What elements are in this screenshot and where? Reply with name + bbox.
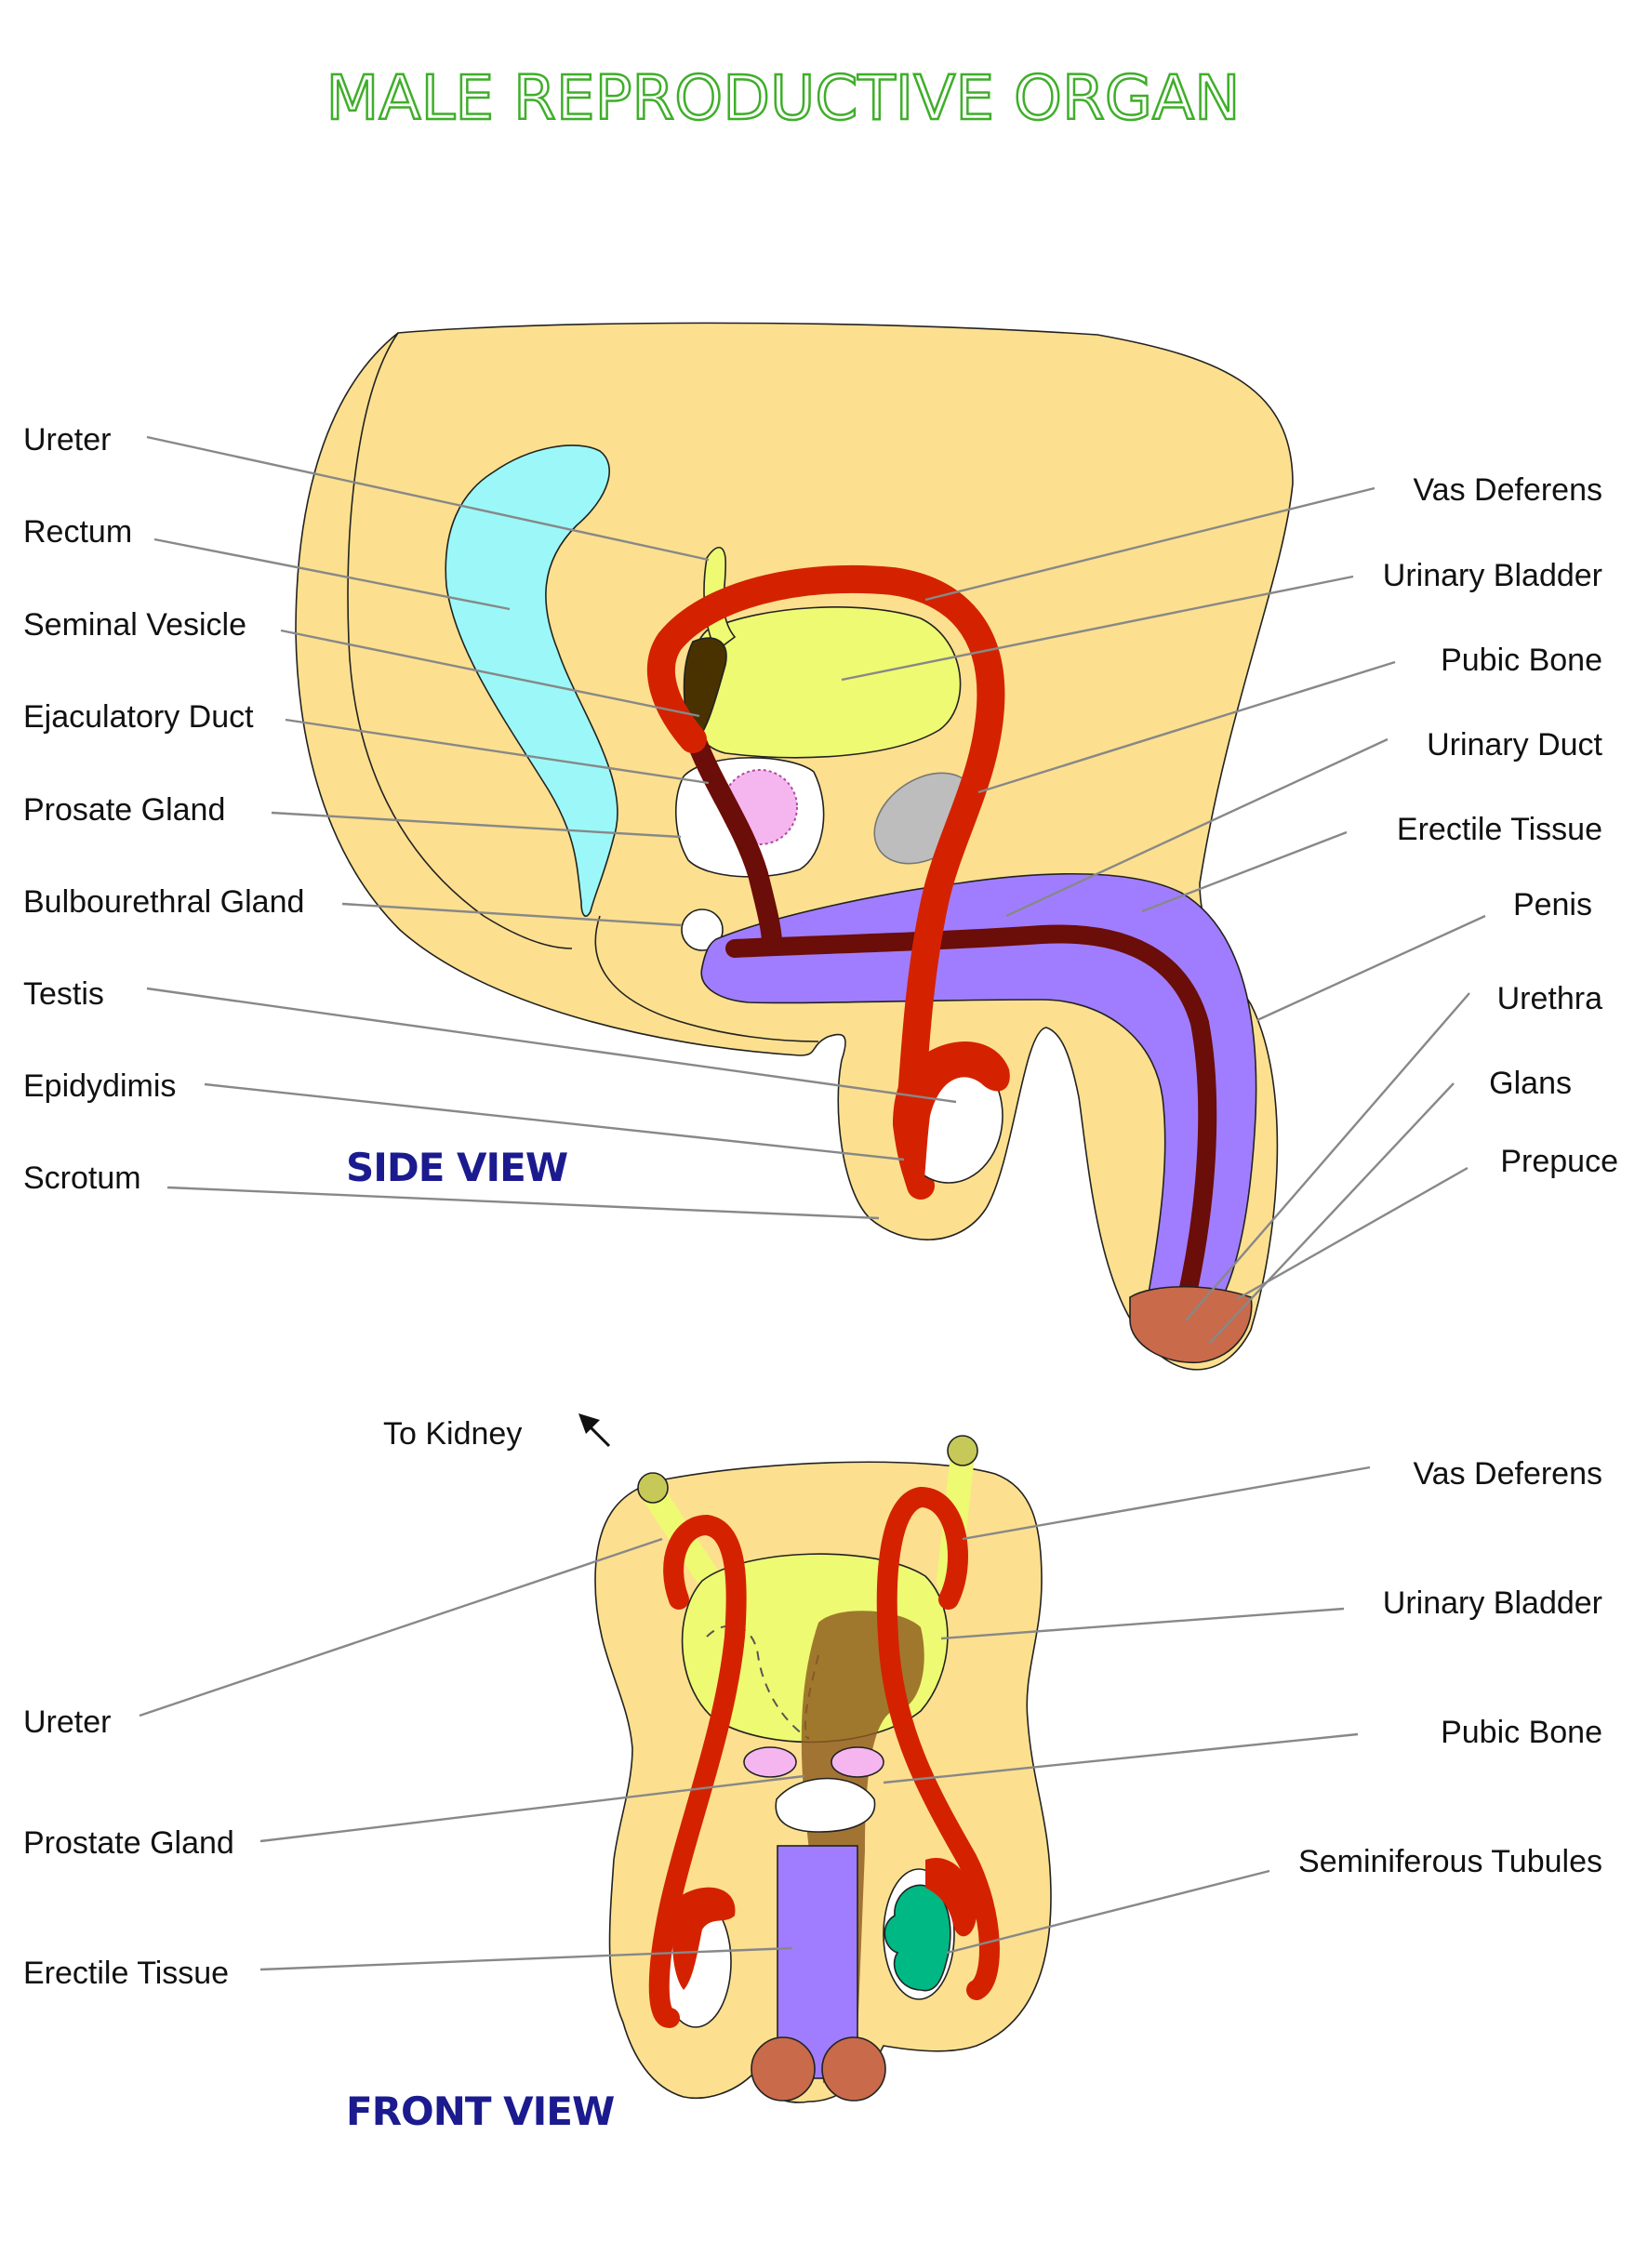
bulbourethral-gland (681, 909, 724, 951)
front-view-leaders (139, 1466, 1371, 1971)
label-glans: Glans (1489, 1066, 1572, 1101)
body-inner-curve-2 (594, 915, 819, 1042)
vas-front-right (876, 1486, 1000, 2000)
label-front-vas-deferens: Vas Deferens (1414, 1456, 1602, 1492)
label-epidydimis: Epidydimis (23, 1068, 176, 1104)
prostate-front-right (831, 1746, 884, 1778)
seminiferous-tubules (884, 1884, 951, 1992)
label-penis: Penis (1513, 887, 1592, 922)
label-vas-deferens: Vas Deferens (1414, 472, 1602, 508)
side-view-leaders (146, 435, 1486, 1345)
label-seminal-vesicle: Seminal Vesicle (23, 607, 246, 643)
label-front-prostate-gland: Prostate Gland (23, 1825, 234, 1861)
label-testis: Testis (23, 976, 104, 1012)
vas-front-left (648, 1514, 747, 2028)
label-front-erectile-tissue: Erectile Tissue (23, 1956, 229, 1991)
prepuce (1129, 1285, 1253, 1363)
label-front-ureter: Ureter (23, 1704, 111, 1740)
seminal-vesicle-shape (683, 637, 727, 746)
prostate-front-left (743, 1746, 797, 1778)
body-inner-curve (347, 332, 573, 949)
label-pubic-bone: Pubic Bone (1441, 643, 1602, 678)
glans-front-left (751, 2036, 816, 2102)
ureter-tip-left (637, 1472, 669, 1504)
ejaculatory-duct (687, 734, 782, 954)
label-bulbourethral-gland: Bulbourethral Gland (23, 884, 304, 920)
label-urinary-bladder: Urinary Bladder (1383, 558, 1602, 593)
vas-deferens-side (646, 564, 1005, 1200)
arrow-to-kidney (578, 1413, 611, 1448)
label-urinary-duct: Urinary Duct (1427, 727, 1602, 763)
epididymis-side (893, 1041, 1010, 1200)
label-front-seminiferous-tubules: Seminiferous Tubules (1298, 1844, 1602, 1879)
label-ureter: Ureter (23, 422, 111, 458)
label-ejaculatory-duct: Ejaculatory Duct (23, 699, 254, 735)
label-front-pubic-bone: Pubic Bone (1441, 1715, 1602, 1750)
side-view-illustration (295, 322, 1294, 1371)
label-front-urinary-bladder: Urinary Bladder (1383, 1585, 1602, 1621)
label-erectile-tissue: Erectile Tissue (1397, 812, 1602, 847)
epididymis-front-right (925, 1858, 977, 1937)
front-view-heading: FRONT VIEW (346, 2089, 615, 2134)
diagram-title: MALE REPRODUCTIVE ORGAN (326, 62, 1240, 134)
side-view-heading: SIDE VIEW (346, 1145, 568, 1190)
label-prepuce: Prepuce (1500, 1144, 1618, 1179)
epididymis-front-left (672, 1887, 736, 1990)
pubic-bone-front (775, 1777, 876, 1833)
label-urethra: Urethra (1497, 981, 1602, 1016)
label-rectum: Rectum (23, 514, 132, 550)
glans-front-right (821, 2036, 886, 2102)
label-prosate-gland: Prosate Gland (23, 792, 225, 828)
front-view-labels: Ureter Prostate Gland Erectile Tissue Va… (23, 1456, 1602, 1991)
label-to-kidney: To Kidney (383, 1416, 522, 1452)
label-scrotum: Scrotum (23, 1161, 141, 1196)
front-view-illustration (594, 1435, 1052, 2103)
side-view-labels: Ureter Rectum Seminal Vesicle Ejaculator… (23, 422, 1618, 1196)
ureter-tip-right (947, 1435, 978, 1466)
urethra-path (725, 924, 1217, 1330)
